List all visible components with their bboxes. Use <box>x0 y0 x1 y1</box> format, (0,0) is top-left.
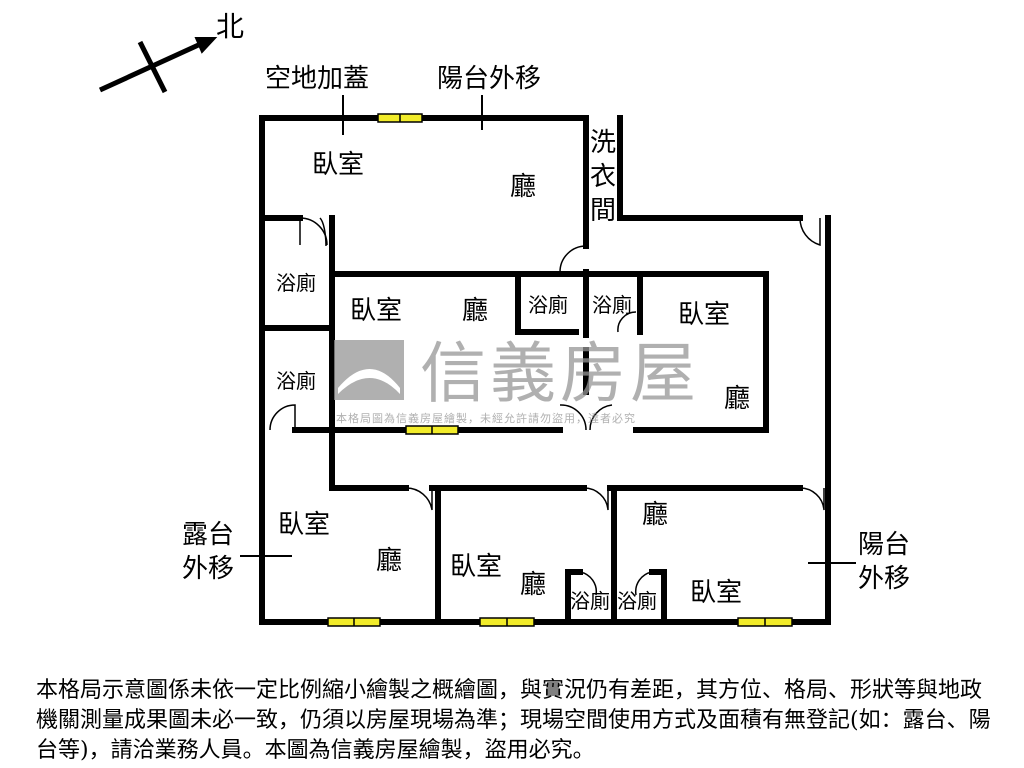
annotation-top-right: 陽台外移 <box>437 64 542 94</box>
room-laundry: 洗衣間 <box>589 128 616 226</box>
room-bedroom: 臥室 <box>312 150 365 180</box>
north-label: 北 <box>216 10 245 43</box>
room-bedroom: 臥室 <box>450 552 503 582</box>
watermark-logo <box>334 340 404 400</box>
room-living: 廳 <box>520 570 547 600</box>
room-bathroom: 浴廁 <box>276 369 316 393</box>
room-bathroom: 浴廁 <box>276 271 316 295</box>
room-bathroom: 浴廁 <box>570 589 610 613</box>
room-bathroom: 浴廁 <box>592 293 632 317</box>
room-living: 廳 <box>510 172 537 202</box>
room-living: 廳 <box>642 500 669 530</box>
room-bedroom: 臥室 <box>678 300 731 330</box>
watermark-notice: 本格局圖為信義房屋繪製，未經允許請勿盜用，違者必究 <box>336 412 636 425</box>
disclaimer: 本格局示意圖係未依一定比例縮小繪製之概繪圖，與實況仍有差距，其方位、格局、形狀等… <box>36 678 991 763</box>
windows <box>327 113 793 627</box>
room-living: 廳 <box>724 384 751 414</box>
annotation-right: 陽台外移 <box>858 530 911 594</box>
door-swing <box>299 217 328 246</box>
annotation-top-left: 空地加蓋 <box>265 64 370 94</box>
room-bedroom: 臥室 <box>690 578 743 608</box>
watermark-brand: 信義房屋 <box>420 335 700 412</box>
north-arrow-icon <box>98 37 218 94</box>
room-bedroom: 臥室 <box>278 510 331 540</box>
room-living: 廳 <box>462 296 489 326</box>
room-bathroom: 浴廁 <box>617 589 657 613</box>
room-living: 廳 <box>376 546 403 576</box>
room-bedroom: 臥室 <box>350 296 403 326</box>
walls <box>259 115 831 625</box>
room-bathroom: 浴廁 <box>528 293 568 317</box>
doors <box>269 217 825 596</box>
annotation-left: 露台外移 <box>182 520 235 584</box>
